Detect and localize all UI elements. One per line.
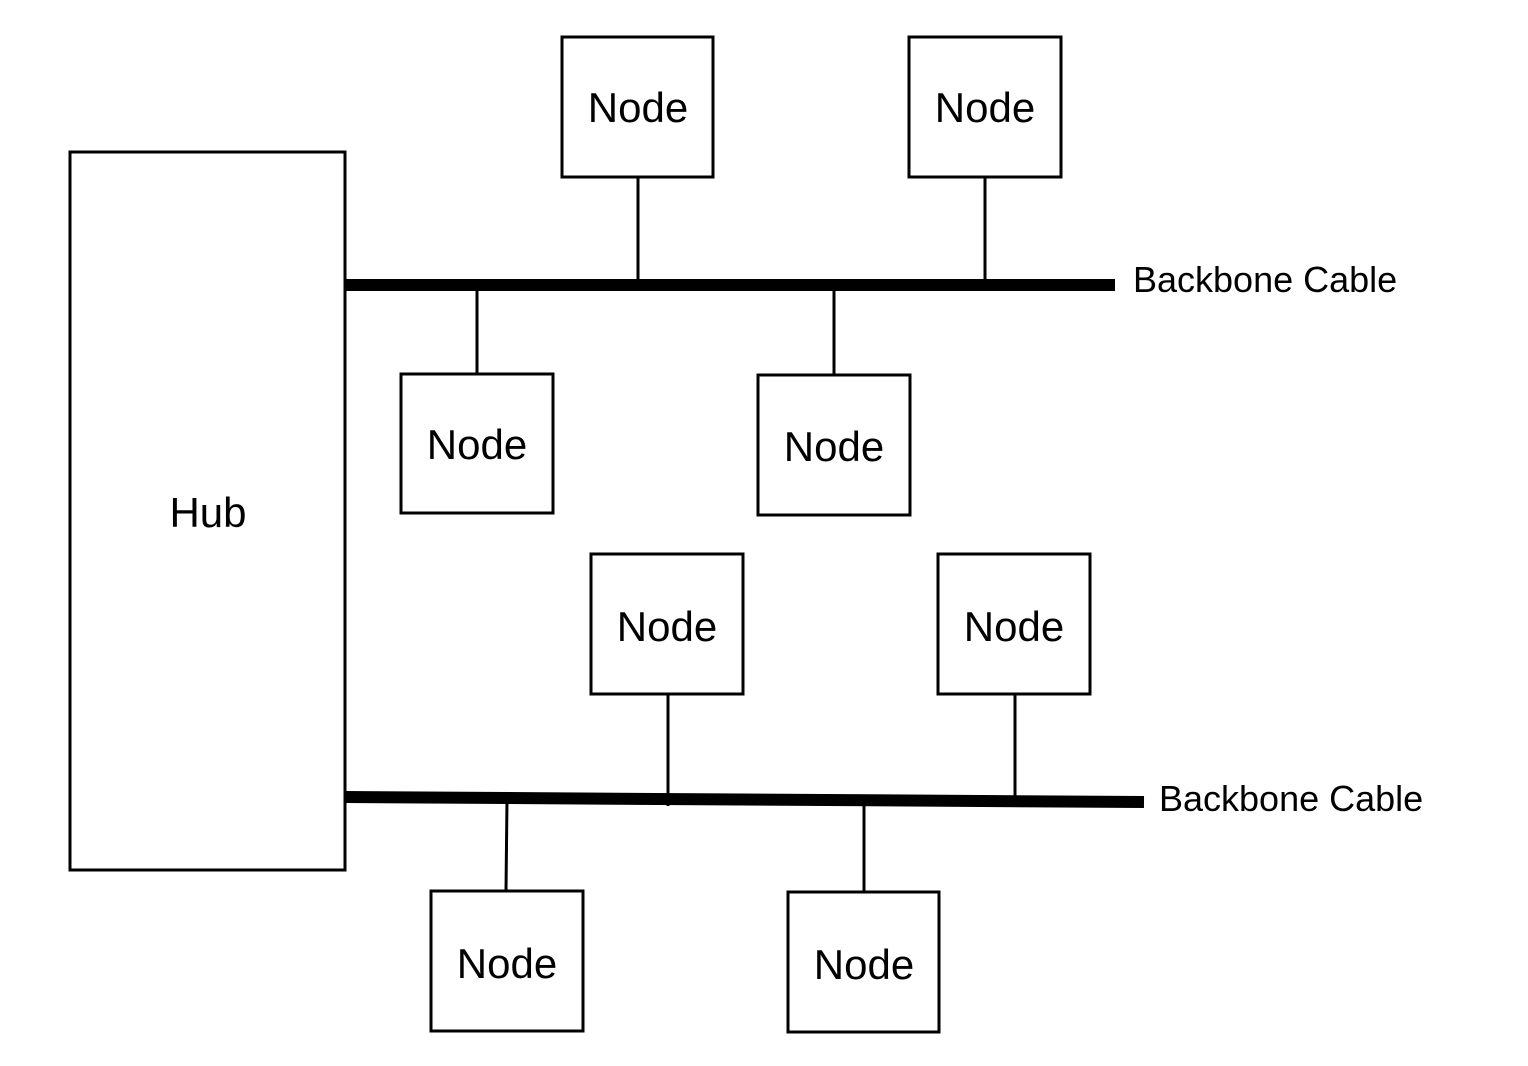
- node-6-label: Node: [964, 603, 1064, 650]
- node-7-label: Node: [457, 940, 557, 987]
- hub-label: Hub: [169, 489, 246, 536]
- node-7-connector: [504, 798, 509, 892]
- node-3-label: Node: [427, 421, 527, 468]
- node-5-box: [589, 552, 745, 696]
- node-1-box: [560, 35, 715, 179]
- node-8-box: [786, 890, 941, 1034]
- node-2-label: Node: [935, 84, 1035, 131]
- node-5-label: Node: [617, 603, 717, 650]
- node-7-box: [429, 889, 585, 1033]
- backbone-cable-2-label: Backbone Cable: [1159, 778, 1423, 819]
- backbone-cable-1-label: Backbone Cable: [1133, 259, 1397, 300]
- node-4-label: Node: [784, 423, 884, 470]
- backbone-cable-2: [344, 791, 1145, 808]
- hub-box: [68, 150, 347, 872]
- node-2-box: [907, 35, 1063, 179]
- node-1-label: Node: [588, 84, 688, 131]
- node-4-box: [756, 373, 912, 517]
- node-8-label: Node: [814, 941, 914, 988]
- node-6-box: [936, 552, 1092, 696]
- node-3-box: [399, 372, 555, 515]
